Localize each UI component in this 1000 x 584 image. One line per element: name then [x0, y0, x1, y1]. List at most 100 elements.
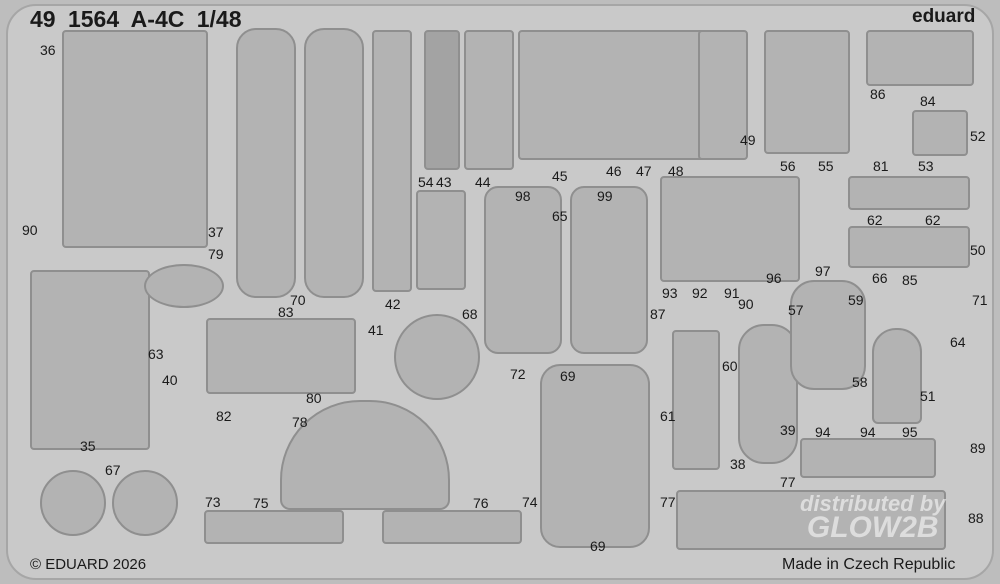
part-label: 94 [860, 424, 876, 440]
part-43 [424, 30, 460, 170]
part-label: 68 [462, 306, 478, 322]
part-label: 56 [780, 158, 796, 174]
part-99 [570, 186, 648, 354]
copyright: © EDUARD 2026 [30, 556, 147, 573]
fret-title: 49 1564 A-4C 1/48 [30, 6, 242, 32]
part-label: 41 [368, 322, 384, 338]
part-label: 62 [925, 212, 941, 228]
part-label: 65 [552, 208, 568, 224]
part-label: 37 [208, 224, 224, 240]
part-52 [912, 110, 968, 156]
part-label: 85 [902, 272, 918, 288]
part-label: 90 [738, 296, 754, 312]
part-76 [382, 510, 522, 544]
part-label: 51 [920, 388, 936, 404]
part-39 [738, 324, 798, 464]
part-label: 38 [730, 456, 746, 472]
part-label: 82 [216, 408, 232, 424]
part-69 [540, 364, 650, 548]
part-70 [236, 28, 296, 298]
part-label: 94 [815, 424, 831, 440]
part-83 [206, 318, 356, 394]
part-label: 99 [597, 188, 613, 204]
part-label: 62 [867, 212, 883, 228]
part-label: 60 [722, 358, 738, 374]
part-label: 63 [148, 346, 164, 362]
part-label: 87 [650, 306, 666, 322]
part-label: 49 [740, 132, 756, 148]
part-label: 54 [418, 174, 434, 190]
part-68 [394, 314, 480, 400]
part-label: 95 [902, 424, 918, 440]
part-67b [112, 470, 178, 536]
brand-logo: eduard [912, 6, 976, 27]
part-84 [866, 30, 974, 86]
part-label: 53 [918, 158, 934, 174]
part-60 [672, 330, 720, 470]
part-label: 50 [970, 242, 986, 258]
part-label: 84 [920, 93, 936, 109]
part-label: 67 [105, 462, 121, 478]
part-label: 78 [292, 414, 308, 430]
part-label: 98 [515, 188, 531, 204]
part-49 [698, 30, 748, 160]
part-50 [848, 226, 970, 268]
part-label: 71 [972, 292, 988, 308]
part-label: 35 [80, 438, 96, 454]
part-label: 76 [473, 495, 489, 511]
part-98 [484, 186, 562, 354]
part-label: 40 [162, 372, 178, 388]
part-label: 74 [522, 494, 538, 510]
part-label: 96 [766, 270, 782, 286]
watermark-line1: distributed by [800, 491, 946, 516]
part-label: 88 [968, 510, 984, 526]
part-label: 42 [385, 296, 401, 312]
watermark-line2: GLOW2B [806, 511, 939, 544]
part-label: 36 [40, 42, 56, 58]
part-36 [62, 30, 208, 248]
part-46-47 [518, 30, 728, 160]
part-35 [30, 270, 150, 450]
part-label: 89 [970, 440, 986, 456]
part-label: 47 [636, 163, 652, 179]
part-label: 59 [848, 292, 864, 308]
origin-text: Made in Czech Republic [782, 556, 956, 573]
part-56 [764, 30, 850, 154]
part-label: 69 [590, 538, 606, 554]
part-label: 77 [660, 494, 676, 510]
part-label: 83 [278, 304, 294, 320]
part-label: 69 [560, 368, 576, 384]
part-48-91 [660, 176, 800, 282]
part-label: 46 [606, 163, 622, 179]
part-62 [848, 176, 970, 210]
part-label: 58 [852, 374, 868, 390]
part-label: 93 [662, 285, 678, 301]
part-70b [304, 28, 364, 298]
part-94 [800, 438, 936, 478]
part-42 [372, 30, 412, 292]
part-label: 79 [208, 246, 224, 262]
part-label: 77 [780, 474, 796, 490]
part-97 [790, 280, 866, 390]
part-label: 55 [818, 158, 834, 174]
part-44 [464, 30, 514, 170]
part-label: 45 [552, 168, 568, 184]
part-54 [416, 190, 466, 290]
part-label: 72 [510, 366, 526, 382]
part-label: 75 [253, 495, 269, 511]
part-58 [872, 328, 922, 424]
part-label: 43 [436, 174, 452, 190]
part-79 [144, 264, 224, 308]
part-label: 97 [815, 263, 831, 279]
part-77 [676, 490, 946, 550]
part-label: 52 [970, 128, 986, 144]
part-label: 39 [780, 422, 796, 438]
part-label: 57 [788, 302, 804, 318]
part-75 [204, 510, 344, 544]
part-label: 90 [22, 222, 38, 238]
part-label: 70 [290, 292, 306, 308]
part-label: 61 [660, 408, 676, 424]
part-label: 86 [870, 86, 886, 102]
part-label: 48 [668, 163, 684, 179]
